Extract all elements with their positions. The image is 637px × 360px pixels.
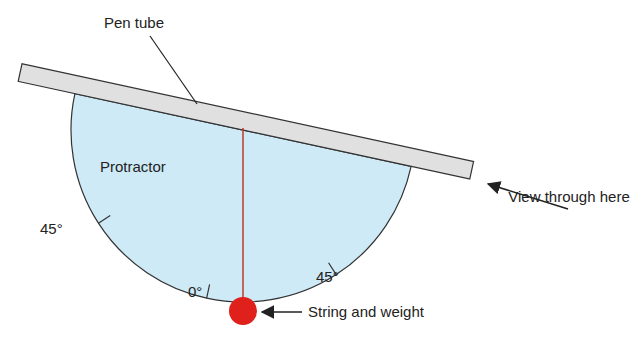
part-name: Pen tube [104,14,164,32]
clinometer [0,64,474,347]
angle-mark: 45° [316,268,339,286]
part-name: Protractor [100,158,166,176]
leader-line [150,36,197,104]
protractor-shape [39,94,412,335]
arrow [262,311,302,313]
part-name: String and weight [308,303,424,321]
string [242,128,244,298]
protractor-ticks [88,213,338,323]
weight [229,297,257,325]
pen-tube [18,64,473,179]
angle-mark: 45° [40,220,63,238]
note: View through here [505,188,633,206]
angle-mark: 0° [188,283,202,301]
